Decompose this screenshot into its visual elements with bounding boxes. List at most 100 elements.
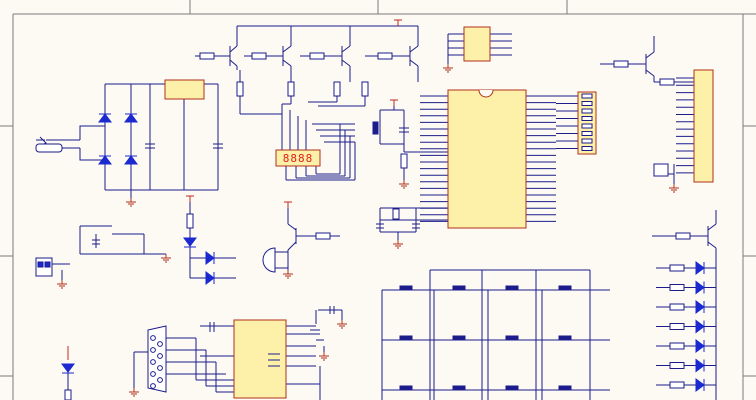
led-icon <box>695 280 705 295</box>
seven-segment-display: 8888 <box>275 149 321 167</box>
resistor-icon <box>675 232 691 240</box>
segment-bus <box>281 104 356 181</box>
ground-symbols <box>57 64 679 397</box>
ground-icon <box>283 270 293 279</box>
key-matrix <box>381 269 610 400</box>
resistor-icon <box>64 389 72 400</box>
crystal-icon <box>392 208 400 220</box>
ground-icon <box>399 180 409 189</box>
diode-icon <box>124 155 138 165</box>
mcu-pins <box>420 95 578 222</box>
ground-icon <box>161 254 171 263</box>
buzzer-icon <box>262 247 276 273</box>
push-button-icon <box>505 385 519 391</box>
push-button-icon <box>372 121 379 135</box>
ground-icon <box>393 240 403 249</box>
resistor-icon <box>669 284 685 291</box>
capacitor-icon <box>145 143 223 149</box>
resistor-icon <box>186 213 194 229</box>
db9-pin <box>157 377 163 383</box>
resistor-icon <box>669 323 685 330</box>
display-digits: 8888 <box>283 152 314 165</box>
ground-icon <box>337 320 347 329</box>
eeprom-chip <box>447 26 512 64</box>
resistor-icon <box>309 52 325 60</box>
ground-icon <box>443 64 453 73</box>
led-icon <box>695 378 705 392</box>
db9-pin <box>150 359 156 365</box>
push-button-icon <box>399 385 413 391</box>
digit-driver-transistors <box>195 25 419 82</box>
push-button-icon <box>399 335 413 341</box>
db9-connector <box>133 325 167 393</box>
resistor-icon <box>669 362 685 369</box>
resistor-icon <box>581 131 593 136</box>
push-button-icon <box>558 385 572 391</box>
resistor-icon <box>581 146 593 151</box>
lcd-header <box>653 69 714 183</box>
ground-icon <box>669 184 679 193</box>
power-switch <box>35 225 166 280</box>
push-button-icon <box>452 385 466 391</box>
resistor-icon <box>333 81 341 97</box>
resistor-icon <box>361 81 369 97</box>
db9-pin <box>150 347 156 353</box>
led-icon <box>183 237 197 247</box>
push-button-icon <box>558 285 572 291</box>
serial-wiring <box>166 306 343 400</box>
push-button-icon <box>505 335 519 341</box>
power-supply-section <box>35 83 219 198</box>
led-icon <box>695 358 705 373</box>
contrast-trimmer <box>653 163 669 177</box>
resistor-icon <box>581 101 593 106</box>
db9-pin <box>150 335 156 341</box>
resistor-icon <box>315 232 331 240</box>
resistor-icon <box>581 123 593 129</box>
ground-icon <box>129 388 139 397</box>
resistor-icon <box>659 78 675 86</box>
resistor-icon <box>669 264 685 272</box>
resistor-icon <box>581 116 593 121</box>
reset-circuit <box>372 106 448 180</box>
led-icon <box>61 363 75 373</box>
led-icon <box>695 339 705 353</box>
power-icon <box>390 99 398 106</box>
led-icon <box>695 261 705 275</box>
resistor-icon <box>287 81 295 97</box>
resistor-icon <box>669 381 685 389</box>
push-button-icon <box>399 285 413 291</box>
db9-pin <box>150 383 156 389</box>
microcontroller <box>447 89 527 229</box>
power-led <box>61 346 75 400</box>
db9-pin <box>157 341 163 347</box>
max232-pins <box>268 353 280 367</box>
resistor-icon <box>400 153 408 169</box>
resistor-icon <box>581 138 593 144</box>
resistor-icon <box>581 93 593 99</box>
push-button-icon <box>505 285 519 291</box>
ground-icon <box>319 352 329 361</box>
db9-pin <box>157 353 163 359</box>
push-button-icon <box>452 335 466 341</box>
ground-icon <box>57 280 67 289</box>
bridge-rectifier <box>98 113 138 165</box>
diode-icon <box>98 155 112 165</box>
power-icon <box>186 195 292 208</box>
led-icon <box>695 319 705 334</box>
voltage-regulator <box>164 79 205 100</box>
diode-icon <box>205 271 215 285</box>
led-bar <box>656 261 716 392</box>
resistor-icon <box>236 81 244 97</box>
led-bar-driver <box>652 210 717 400</box>
resistor-icon <box>377 52 393 60</box>
resistor-icon <box>613 60 629 68</box>
resistor-icon <box>669 303 685 311</box>
diode-icon <box>98 113 112 123</box>
db9-pin <box>157 365 163 371</box>
diode-icon <box>124 113 138 123</box>
max232-chip <box>233 319 287 399</box>
resistor-network <box>577 91 597 155</box>
resistor-icon <box>251 52 267 60</box>
